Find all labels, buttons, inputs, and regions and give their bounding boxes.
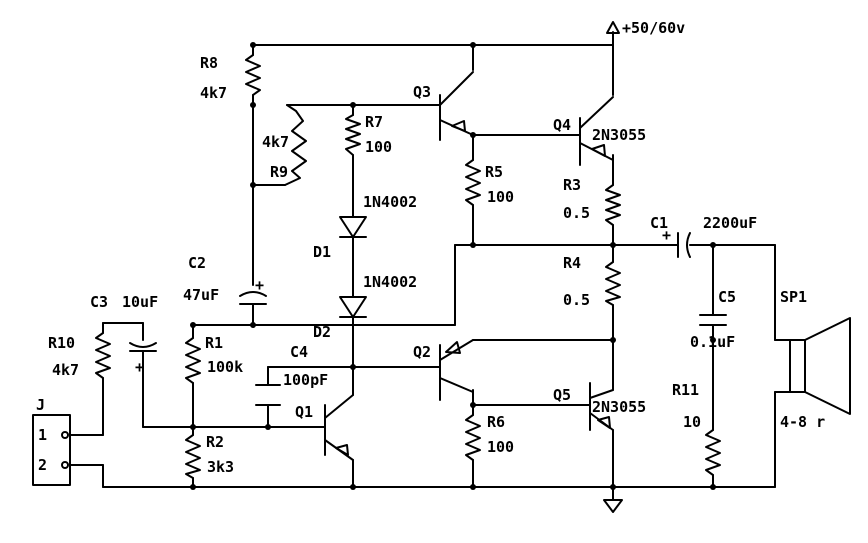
label-d1-value: 1N4002 (363, 193, 417, 211)
capacitor-C4 (255, 384, 281, 406)
polarity-mark-c1: + (662, 226, 671, 244)
label-c3-ref: C3 (90, 293, 108, 311)
resistor-R9 (284, 104, 307, 186)
ground-symbol-icon (603, 499, 623, 513)
label-sp1-ref: SP1 (780, 288, 807, 306)
label-q5-ref: Q5 (553, 386, 571, 404)
label-r6-ref: R6 (487, 413, 505, 431)
connector-j-label: J (36, 396, 45, 414)
label-r2-ref: R2 (206, 433, 224, 451)
diode-D1 (339, 216, 367, 238)
label-r11-ref: R11 (672, 381, 699, 399)
resistor-R7 (345, 114, 361, 156)
label-c4-ref: C4 (290, 343, 308, 361)
resistor-R11 (705, 429, 721, 476)
label-sp1-value: 4-8 r (780, 413, 825, 431)
supply-label: +50/60v (622, 19, 685, 37)
resistor-R5 (465, 159, 481, 206)
transistor-Q4 (579, 96, 614, 166)
label-q3-ref: Q3 (413, 83, 431, 101)
label-c2-ref: C2 (188, 254, 206, 272)
label-c5-ref: C5 (718, 288, 736, 306)
polarity-mark-c3: + (135, 358, 144, 376)
label-r4-ref: R4 (563, 254, 581, 272)
label-r1-ref: R1 (205, 334, 223, 352)
resistor-R1 (185, 337, 201, 384)
speaker-icon (789, 317, 851, 415)
resistor-R3 (605, 184, 621, 226)
diode-D2 (339, 296, 367, 318)
connector-pin2-label: 2 (38, 456, 47, 474)
wires (69, 31, 791, 501)
transistor-Q5 (589, 382, 614, 446)
label-q2-ref: Q2 (413, 343, 431, 361)
label-r3-ref: R3 (563, 176, 581, 194)
label-r6-value: 100 (487, 438, 514, 456)
label-r11-value: 10 (683, 413, 701, 431)
label-r10-value: 4k7 (52, 361, 79, 379)
label-c2-value: 47uF (183, 286, 219, 304)
label-r9-value: 4k7 (262, 133, 289, 151)
label-r8-value: 4k7 (200, 84, 227, 102)
label-d2-ref: D2 (313, 323, 331, 341)
resistor-R8 (245, 54, 261, 96)
label-r7-ref: R7 (365, 113, 383, 131)
supply-arrow-icon (606, 21, 620, 34)
label-r4-value: 0.5 (563, 291, 590, 309)
label-r5-value: 100 (487, 188, 514, 206)
label-r9-ref: R9 (270, 163, 288, 181)
label-d2-value: 1N4002 (363, 273, 417, 291)
label-r3-value: 0.5 (563, 204, 590, 222)
transistor-Q2 (439, 339, 474, 401)
connector-pin1-label: 1 (38, 426, 47, 444)
connector-J (32, 414, 71, 486)
resistor-R4 (605, 261, 621, 306)
label-c3-value: 10uF (122, 293, 158, 311)
label-r10-ref: R10 (48, 334, 75, 352)
component-labels: R8 4k7 4k7 R9 R7 100 Q3 Q4 2N3055 R5 100… (48, 54, 825, 476)
junction-dots (190, 42, 716, 490)
label-r2-value: 3k3 (207, 458, 234, 476)
capacitor-C3 (129, 342, 157, 374)
transistor-Q1 (324, 394, 354, 476)
resistor-R10 (95, 332, 111, 379)
label-r8-ref: R8 (200, 54, 218, 72)
resistor-R6 (465, 414, 481, 461)
label-r7-value: 100 (365, 138, 392, 156)
label-c5-value: 0.1uF (690, 333, 735, 351)
label-q4-value: 2N3055 (592, 126, 646, 144)
polarity-mark-c2: + (255, 276, 264, 294)
capacitor-C2 (239, 291, 267, 326)
label-q4-ref: Q4 (553, 116, 571, 134)
label-q5-value: 2N3055 (592, 398, 646, 416)
label-c1-ref: C1 (650, 214, 668, 232)
label-r5-ref: R5 (485, 163, 503, 181)
label-c1-value: 2200uF (703, 214, 757, 232)
label-d1-ref: D1 (313, 243, 331, 261)
label-c4-value: 100pF (283, 371, 328, 389)
transistor-Q3 (439, 71, 474, 141)
resistor-R2 (185, 434, 201, 479)
label-r1-value: 100k (207, 358, 243, 376)
capacitor-C5 (699, 314, 727, 326)
capacitor-C1 (677, 232, 691, 258)
label-q1-ref: Q1 (295, 403, 313, 421)
